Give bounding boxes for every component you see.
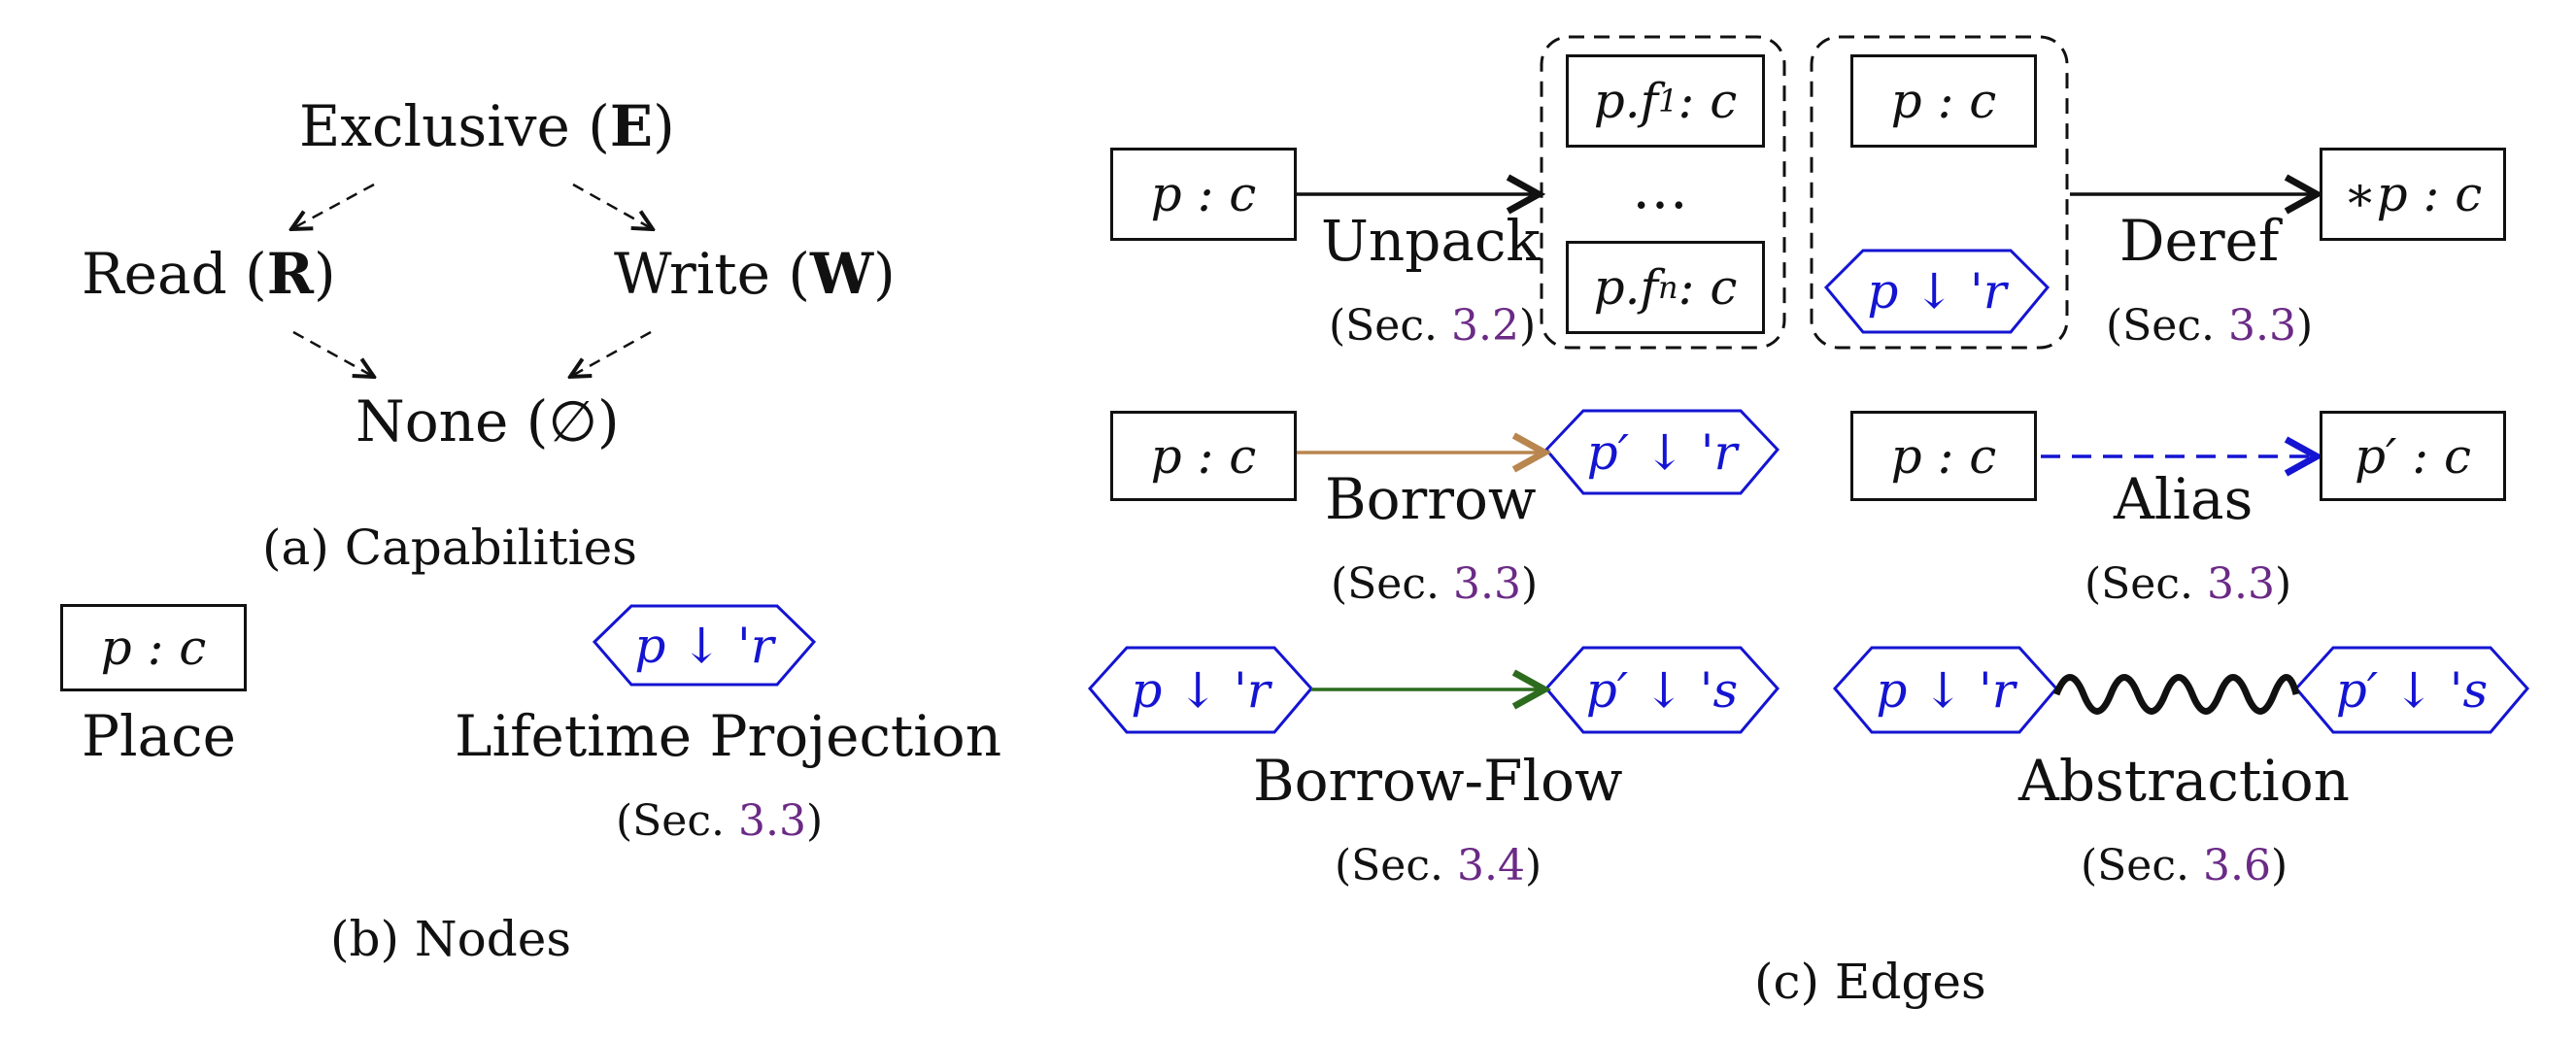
capability-read: Read (R) [82, 241, 336, 307]
abstraction-label: Abstraction [2018, 748, 2351, 814]
deref-group-projection-hexagon [1823, 249, 2051, 334]
borrow-label: Borrow [1325, 466, 1537, 532]
unpack-sec: (Sec. 3.2) [1329, 301, 1537, 351]
capability-exclusive: Exclusive (E) [299, 93, 675, 159]
abstraction-edge [2052, 674, 2300, 715]
deref-target-box: ∗p : c [2320, 148, 2506, 241]
lattice-edge-e-w [572, 183, 653, 229]
deref-label: Deref [2119, 208, 2280, 274]
capability-write: Write (W) [614, 241, 896, 307]
lattice-edge-r-none [292, 330, 374, 377]
node-place-label: Place [82, 703, 236, 769]
deref-group-place-box: p : c [1850, 54, 2037, 148]
borrow-flow-source-hexagon [1088, 646, 1313, 734]
borrow-flow-label: Borrow-Flow [1253, 748, 1623, 814]
deref-sec: (Sec. 3.3) [2106, 301, 2314, 351]
abstraction-source-text: p ↓ 'r [1876, 661, 2016, 719]
borrow-flow-target-text: p′ ↓ 's [1585, 661, 1739, 719]
caption-edges: (c) Edges [1754, 954, 1986, 1010]
lattice-edge-e-r [291, 183, 375, 229]
node-projection-text: p ↓ 'r [634, 617, 774, 674]
borrow-flow-sec: (Sec. 3.4) [1335, 841, 1542, 890]
deref-group-projection-text: p ↓ 'r [1867, 263, 2007, 319]
alias-target-box: p′ : c [2320, 411, 2506, 501]
node-projection-sec: (Sec. 3.3) [616, 796, 824, 846]
lattice-edge-w-none [570, 330, 652, 377]
capability-none: None (∅) [356, 388, 620, 454]
abstraction-sec: (Sec. 3.6) [2081, 841, 2288, 890]
abstraction-target-text: p′ ↓ 's [2335, 661, 2489, 719]
node-projection-hexagon [592, 604, 817, 687]
alias-source-box: p : c [1850, 411, 2037, 501]
caption-nodes: (b) Nodes [330, 911, 572, 967]
unpack-label: Unpack [1321, 208, 1541, 274]
alias-label: Alias [2114, 466, 2254, 532]
deref-group-outline [1810, 35, 2069, 350]
alias-sec: (Sec. 3.3) [2085, 559, 2292, 609]
unpack-target-ellipsis: … [1632, 155, 1688, 221]
caption-capabilities: (a) Capabilities [262, 520, 637, 576]
unpack-source-box: p : c [1110, 148, 1297, 241]
node-projection-label: Lifetime Projection [455, 703, 1002, 769]
borrow-flow-source-text: p ↓ 'r [1131, 661, 1271, 719]
borrow-source-box: p : c [1110, 411, 1297, 501]
borrow-target-text: p′ ↓ 'r [1586, 423, 1738, 481]
node-place-box: p : c [60, 604, 247, 691]
borrow-sec: (Sec. 3.3) [1331, 559, 1539, 609]
abstraction-source-hexagon [1833, 646, 2058, 734]
